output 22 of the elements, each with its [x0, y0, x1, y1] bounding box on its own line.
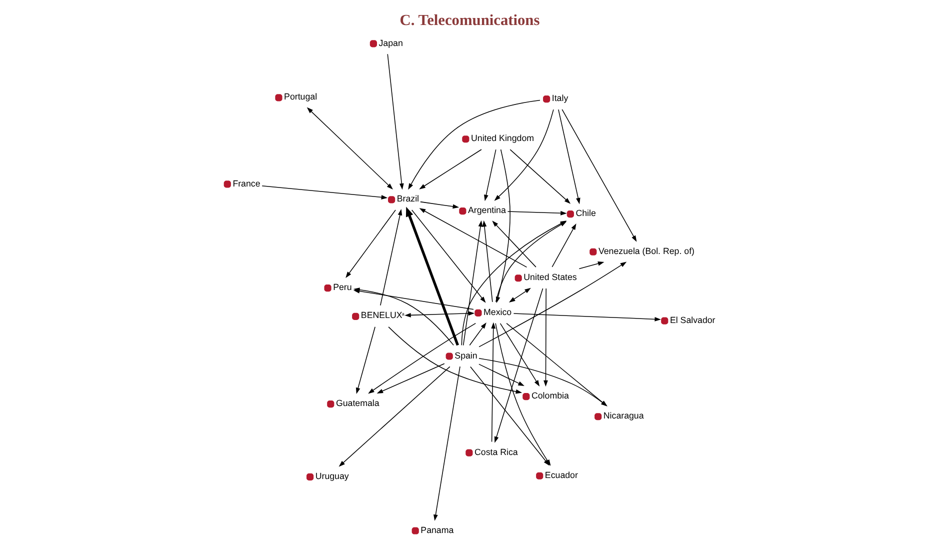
diagram-title: C. Telecomunications — [399, 12, 540, 29]
node-label: Colombia — [530, 390, 568, 401]
node-label: France — [232, 178, 260, 188]
node-label: United Kingdom — [470, 133, 534, 144]
node-label: United States — [523, 272, 576, 282]
node-label: Guatemala — [335, 398, 379, 408]
node-label: Japan — [378, 38, 402, 48]
node-label: Mexico — [483, 307, 512, 318]
node-label: Portugal — [284, 92, 317, 102]
node-label: Venezuela (Bol. Rep. of) — [598, 246, 694, 256]
node-label: Costa Rica — [474, 446, 518, 457]
node-label: Nicaragua — [602, 410, 644, 421]
node-label: Panama — [420, 524, 454, 535]
node-label: Spain — [454, 350, 477, 360]
node-label: El Salvador — [669, 314, 715, 325]
node-label: Argentina — [467, 205, 506, 216]
node-label: Uruguay — [314, 471, 348, 481]
node-label: Chile — [575, 208, 596, 218]
node-label: Ecuador — [544, 470, 578, 480]
node-label: Brazil — [396, 194, 419, 204]
node-label: Italy — [551, 93, 568, 104]
node-label: Peru — [332, 282, 352, 292]
